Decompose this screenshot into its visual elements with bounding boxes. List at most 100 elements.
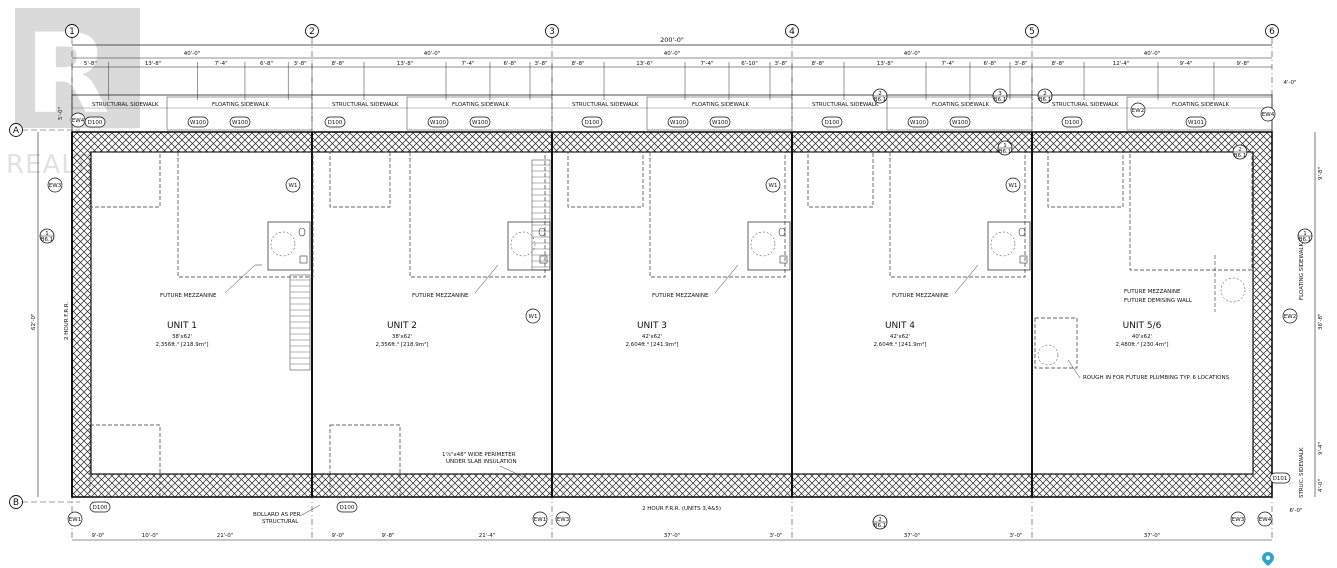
door-tag-bottom-2-text: D100 — [340, 505, 355, 511]
section-2-bottom-num: 2 — [878, 517, 882, 523]
section-1-left-num: 1 — [45, 231, 49, 237]
unit-area-2: 2,356ft.² [218.9m²] — [375, 341, 428, 348]
door-tag-top-2-text: D100 — [328, 120, 343, 126]
left-dim-text: 62'-0" — [31, 313, 37, 330]
door-tag-bottom-1 — [89, 501, 111, 513]
sub-dim-23: 9'-4" — [1179, 61, 1192, 67]
sink-icon — [299, 255, 308, 264]
bottom-dim-6: 21'-4" — [479, 533, 496, 539]
sub-dim-15: 3'-8" — [774, 61, 787, 67]
section-1-right-num: 1 — [1303, 231, 1307, 237]
dashed-room-2 — [329, 151, 391, 208]
sub-dim-3: 7'-4" — [215, 61, 228, 67]
mezzanine-outline-1 — [177, 151, 314, 278]
window-tag-a-3-text: W100 — [670, 120, 686, 126]
toilet-icon — [538, 227, 546, 237]
dashed-room-7 — [329, 424, 401, 498]
window-tag-a-2 — [427, 116, 449, 128]
sub-dim-18: 7'-4" — [941, 61, 954, 67]
window-tag-b-3 — [709, 116, 731, 128]
section-2-top-num: 2 — [878, 91, 882, 97]
ew3-tag-b5 — [1230, 511, 1246, 527]
unit-name-5: UNIT 5/6 — [1123, 321, 1162, 331]
door-tag-top-4 — [821, 116, 843, 128]
section-1-left-sheet: B6.1 — [41, 237, 54, 243]
sub-dim-8: 7'-4" — [461, 61, 474, 67]
bottom-dim-1: 9'-0" — [91, 533, 104, 539]
frr-bottom-label: 2 HOUR F.R.R. (UNITS 3,4&5) — [642, 506, 721, 512]
floating-slab-3 — [646, 96, 793, 131]
door-tag-bottom-2 — [336, 501, 358, 513]
grid-label-3: 3 — [549, 27, 555, 37]
floating-sidewalk-4: FLOATING SIDEWALK — [932, 102, 989, 108]
sub-dim-21: 8'-8" — [1051, 61, 1064, 67]
unit-size-1: 38'x62' — [172, 334, 192, 340]
sub-dim-20: 3'-8" — [1014, 61, 1027, 67]
structural-sidewalk-2: STRUCTURAL SIDEWALK — [332, 102, 399, 108]
grid-bubble-3 — [545, 24, 559, 38]
window-tag-b-3-text: W100 — [712, 120, 728, 126]
sub-dim-5: 3'-8" — [294, 61, 307, 67]
sub-dim-24: 9'-8" — [1236, 61, 1249, 67]
demising-note: FUTURE DEMISING WALL — [1124, 298, 1193, 304]
bay-dim-4: 40'-0" — [904, 51, 921, 57]
ew3-tag-left — [47, 177, 63, 193]
unit-area-3: 2,604ft.² [241.9m²] — [625, 341, 678, 348]
unit-name-4: UNIT 4 — [885, 321, 915, 331]
left-dimension: 62'-0" 5'-0" — [31, 107, 64, 497]
sub-dim-17: 13'-8" — [877, 61, 894, 67]
toilet-icon — [778, 227, 786, 237]
w1-tag-3-text: W1 — [1009, 183, 1018, 189]
row-bubble-A — [9, 123, 23, 137]
right-dim-1: 9'-8" — [1318, 167, 1324, 180]
window-tag-b-2 — [469, 116, 491, 128]
sub-dim-22: 12'-4" — [1113, 61, 1130, 67]
grid-label-4: 4 — [789, 27, 795, 37]
unit-name-2: UNIT 2 — [387, 321, 417, 331]
floating-sidewalk-2: FLOATING SIDEWALK — [452, 102, 509, 108]
ew4-tag-tr — [1260, 106, 1276, 122]
grid-bubble-1 — [65, 24, 79, 38]
washroom-3 — [747, 221, 791, 271]
unit-area-5: 2,480ft.² [230.4m²] — [1115, 341, 1168, 348]
floating-sidewalk-1: FLOATING SIDEWALK — [212, 102, 269, 108]
washroom-1 — [267, 221, 311, 271]
sub-dim-11: 8'-8" — [571, 61, 584, 67]
ew1-tag-bl — [67, 511, 83, 527]
window-tag-b-2-text: W100 — [472, 120, 488, 126]
door-tag-top-3 — [581, 116, 603, 128]
door-tag-top-1-text: D100 — [88, 120, 103, 126]
sub-dim-1: 5'-8" — [84, 61, 97, 67]
door-tag-top-5 — [1061, 116, 1083, 128]
window-tag-b-1-text: W100 — [232, 120, 248, 126]
sub-dim-10: 3'-8" — [534, 61, 547, 67]
mezz-note-3: FUTURE MEZZANINE — [652, 293, 709, 299]
window-tag-e — [1185, 116, 1207, 128]
grid-bubble-2 — [305, 24, 319, 38]
bottom-dim-4: 9'-0" — [331, 533, 344, 539]
right-top-dim: 4'-0" — [1283, 80, 1296, 86]
building-walls — [71, 131, 1273, 498]
dashed-room-4 — [807, 151, 874, 208]
overall-dim-text: 200'-0" — [660, 36, 684, 44]
stair — [289, 159, 551, 371]
structural-sidewalk-5: STRUCTURAL SIDEWALK — [1052, 102, 1119, 108]
dashed-room-6 — [89, 424, 161, 498]
mezzanine-outline-5 — [1129, 151, 1253, 271]
window-tag-a-2-text: W100 — [430, 120, 446, 126]
section-2-inner-sheet: B6.1 — [1234, 153, 1247, 159]
bollard-note-2: STRUCTURAL — [262, 519, 299, 525]
toilet-icon — [1018, 227, 1026, 237]
frr-left-label: 2 HOUR F.R.R. — [64, 302, 70, 340]
window-tag-a-3 — [667, 116, 689, 128]
structural-sidewalk-4: STRUCTURAL SIDEWALK — [812, 102, 879, 108]
ew3-tag-left-text: EW3 — [49, 183, 62, 189]
bottom-dim-3: 21'-0" — [217, 533, 234, 539]
map-pin-icon — [1262, 552, 1274, 566]
sub-dim-16: 8'-8" — [811, 61, 824, 67]
window-tag-a-4 — [907, 116, 929, 128]
bottom-dim-11: 37'-0" — [1144, 533, 1161, 539]
w1-tag-2 — [765, 177, 781, 193]
floating-sidewalk-3: FLOATING SIDEWALK — [692, 102, 749, 108]
mezz-note-1: FUTURE MEZZANINE — [160, 293, 217, 299]
